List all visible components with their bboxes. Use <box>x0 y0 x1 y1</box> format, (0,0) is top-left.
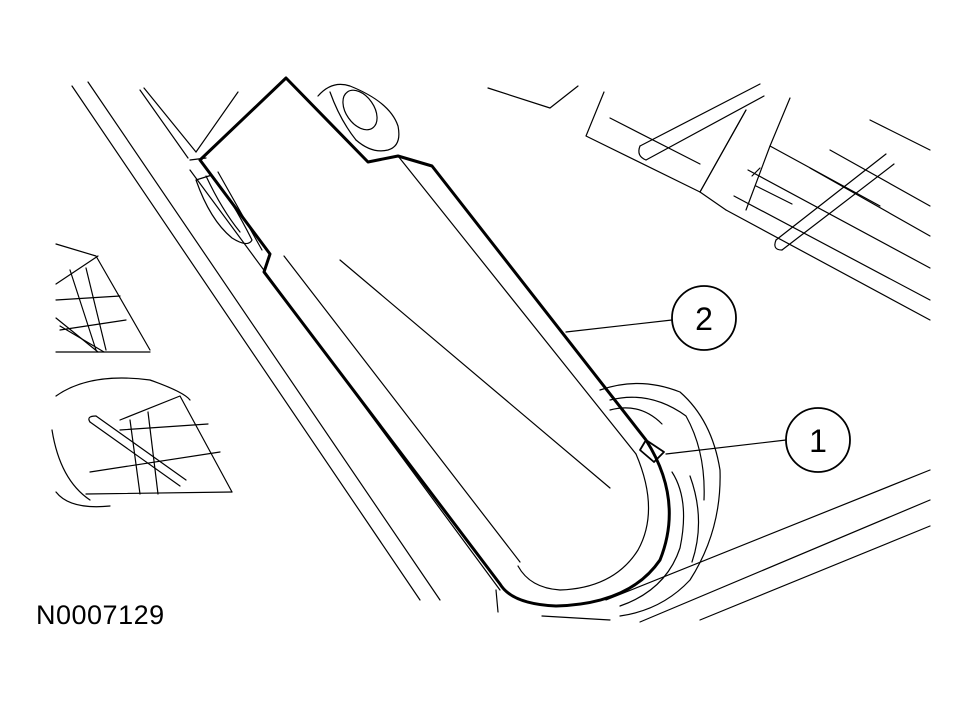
round-boss <box>599 382 721 617</box>
bottom-rails <box>541 469 931 623</box>
upper-boss <box>317 83 400 152</box>
left-rails <box>71 81 501 613</box>
tab <box>639 439 665 463</box>
callout-1-number: 1 <box>809 423 827 459</box>
left-blocks <box>51 243 233 508</box>
upper-slot <box>195 174 253 245</box>
callout-1: 1 <box>665 407 851 473</box>
figure-id-label: N0007129 <box>36 600 165 630</box>
callout-2: 2 <box>565 285 737 351</box>
cover <box>198 76 671 608</box>
callout-2-number: 2 <box>695 301 713 337</box>
top-right-structure <box>487 83 931 321</box>
